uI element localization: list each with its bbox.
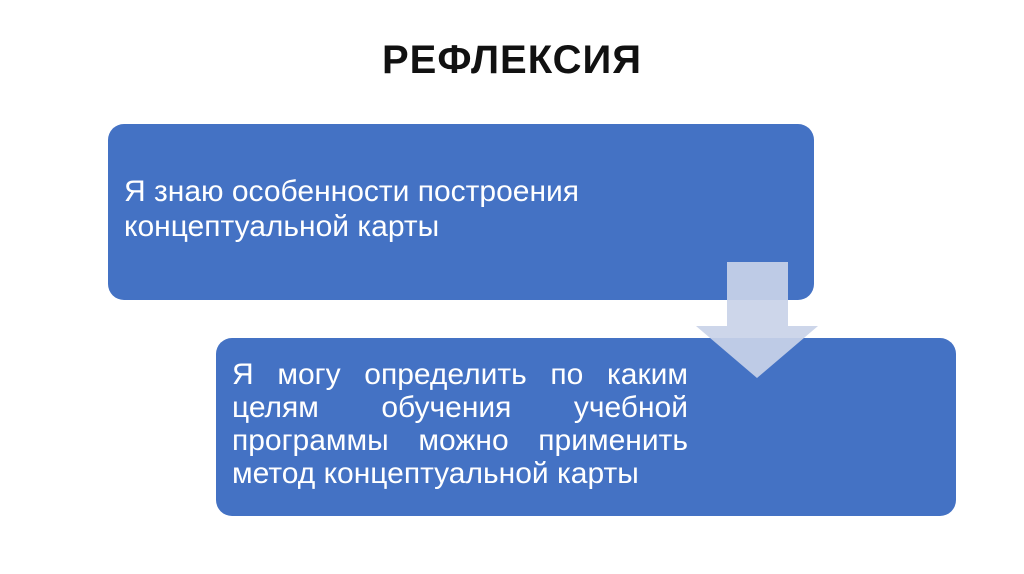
slide-title: РЕФЛЕКСИЯ	[382, 38, 642, 82]
step-text-2: Я могу определить по каким целям обучени…	[232, 358, 688, 490]
step-box-2: Я могу определить по каким целям обучени…	[216, 338, 956, 516]
arrow-down-shape	[696, 262, 818, 378]
step-box-1: Я знаю особенности построения концептуал…	[108, 124, 814, 300]
arrow-down-icon	[696, 262, 818, 378]
step-text-1: Я знаю особенности построения концептуал…	[124, 175, 580, 243]
